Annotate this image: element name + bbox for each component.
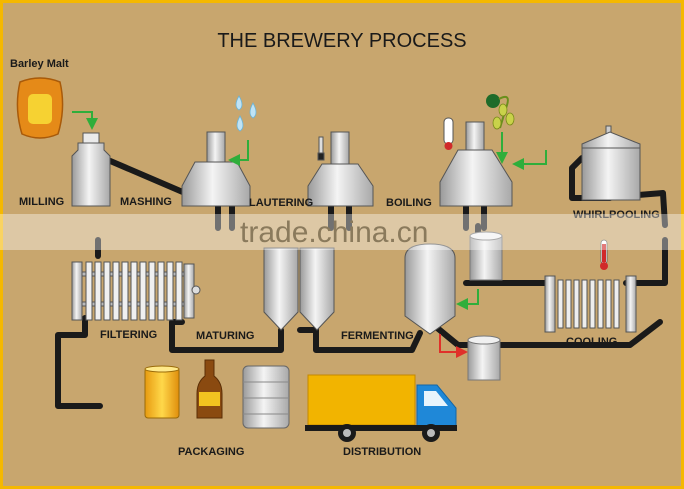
maturing-label: MATURING (196, 330, 254, 342)
lautering-label: LAUTERING (249, 197, 313, 209)
kettle-in-arrow (512, 150, 547, 170)
thermometer-icon (443, 117, 454, 150)
watermark-text: trade.china.cn (240, 216, 428, 249)
malt-to-mill-arrow (72, 111, 98, 130)
maturing-tanks-icon (263, 247, 335, 331)
watermark-band (0, 214, 684, 250)
cooling-thermometer-icon (600, 239, 608, 270)
filter-press-icon (71, 261, 201, 321)
mashing-label: MASHING (120, 196, 172, 208)
mash-tun-icon (181, 131, 251, 207)
lauter-tun-icon (307, 131, 374, 207)
mill-icon (71, 132, 111, 207)
keg-icon (242, 365, 290, 429)
whirlpooling-label: WHIRLPOOLING (573, 209, 660, 221)
milling-label: MILLING (19, 196, 64, 208)
water-in-arrow (228, 140, 249, 166)
fermenting-label: FERMENTING (341, 330, 414, 342)
yeast-tank-icon (469, 231, 503, 281)
packaging-label: PACKAGING (178, 446, 244, 458)
yeast-out-arrow (439, 334, 468, 358)
distribution-label: DISTRIBUTION (343, 446, 421, 458)
hops-icon (486, 94, 515, 130)
page-title: THE BREWERY PROCESS (217, 30, 466, 52)
yeast-in-arrow (456, 289, 479, 310)
barley-malt-label: Barley Malt (10, 58, 69, 70)
water-drops-icon (235, 95, 257, 132)
barley-malt-sack-icon (16, 77, 64, 139)
boil-kettle-icon (439, 121, 513, 207)
delivery-truck-icon (305, 374, 457, 442)
spent-yeast-drum-icon (467, 335, 501, 381)
boiling-label: BOILING (386, 197, 432, 209)
cooler-icon (544, 275, 637, 333)
beer-can-icon (144, 365, 180, 419)
cooling-label: COOLING (566, 336, 617, 348)
filtering-label: FILTERING (100, 329, 157, 341)
beer-bottle-icon (196, 359, 223, 419)
fermenter-icon (404, 243, 456, 335)
whirlpool-vessel-icon (581, 125, 641, 201)
